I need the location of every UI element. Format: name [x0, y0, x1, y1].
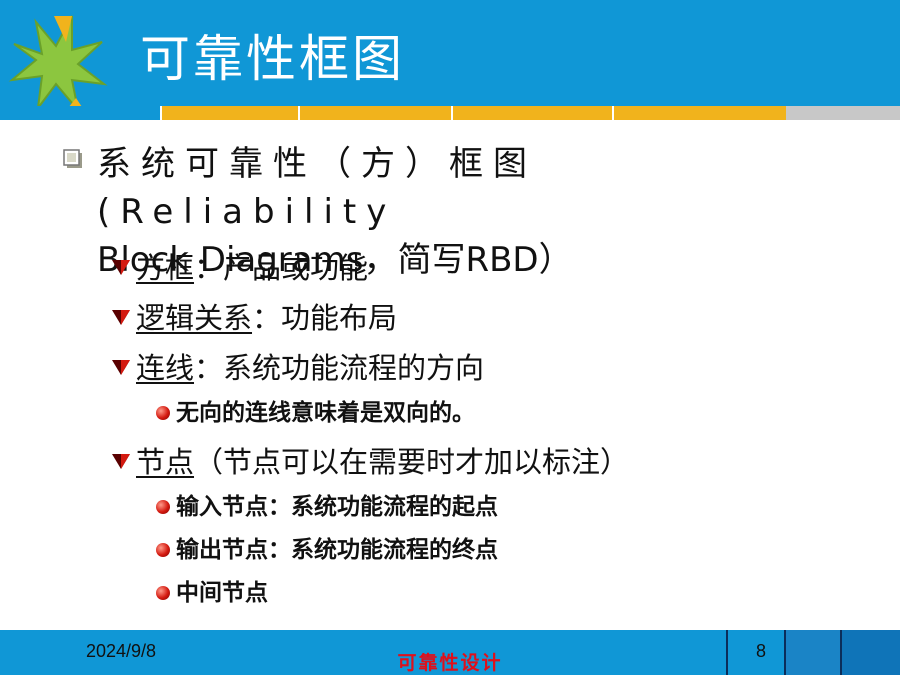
sub-item-text: 输出节点：系统功能流程的终点: [176, 536, 498, 563]
item-term: 方框: [136, 251, 195, 285]
item-term: 连线: [136, 351, 195, 385]
red-triangle-bullet-icon: [112, 260, 130, 275]
sub-item-text: 中间节点: [176, 579, 268, 606]
footer-title: 可靠性设计: [397, 652, 503, 674]
header-divider-bar-3: [162, 106, 786, 120]
item-desc: （节点可以在需要时才加以标注）: [194, 445, 630, 479]
item-term: 逻辑关系: [136, 301, 253, 335]
item-node: 节点（节点可以在需要时才加以标注）: [110, 442, 629, 482]
red-ball-bullet-icon: [156, 543, 170, 557]
slide-title: 可靠性框图: [140, 30, 405, 88]
item-term: 节点: [136, 445, 195, 479]
item-box: 方框：产品或功能: [110, 248, 368, 288]
bar-separator-1: [298, 106, 300, 120]
item-desc: ：产品或功能: [194, 251, 369, 285]
bar-separator-3: [612, 106, 614, 120]
item-desc: ：功能布局: [252, 301, 398, 335]
header-divider-bar-1: [0, 106, 160, 120]
red-triangle-bullet-icon: [112, 360, 130, 375]
sub-item-text: 输入节点：系统功能流程的起点: [176, 493, 498, 520]
red-triangle-bullet-icon: [112, 310, 130, 325]
heading-line-1: 系统可靠性（方）框图 (Reliability: [97, 144, 537, 232]
sub-item: 无向的连线意味着是双向的。: [156, 396, 475, 430]
footer-block: [786, 630, 840, 675]
square-box-bullet-icon: [63, 149, 82, 168]
title-bar: 可靠性框图: [0, 0, 900, 110]
header-divider-bar-4: [786, 106, 900, 120]
footer-block: [842, 630, 900, 675]
footer-bar: 2024/9/8 可靠性设计 8: [0, 630, 900, 675]
bar-separator-2: [451, 106, 453, 120]
item-desc: ：系统功能流程的方向: [194, 351, 485, 385]
footer-divider: [784, 630, 786, 675]
red-ball-bullet-icon: [156, 500, 170, 514]
red-triangle-bullet-icon: [112, 454, 130, 469]
sub-item-text: 无向的连线意味着是双向的。: [176, 399, 475, 426]
main-bullet: 系统可靠性（方）框图 (Reliability Block Diagrams，简…: [62, 140, 822, 284]
item-line: 连线：系统功能流程的方向: [110, 348, 484, 388]
item-logic: 逻辑关系：功能布局: [110, 298, 397, 338]
footer-date: 2024/9/8: [86, 641, 157, 661]
footer-divider: [840, 630, 842, 675]
red-ball-bullet-icon: [156, 586, 170, 600]
header-divider-bar-2: [160, 106, 162, 120]
asterisk-star-logo-icon: [8, 15, 108, 110]
red-ball-bullet-icon: [156, 406, 170, 420]
page-number: 8: [756, 641, 767, 661]
sub-item: 输入节点：系统功能流程的起点: [156, 490, 498, 524]
heading-line-2: Block Diagrams，简写RBD）: [97, 240, 573, 280]
sub-item: 输出节点：系统功能流程的终点: [156, 533, 498, 567]
sub-item: 中间节点: [156, 576, 268, 610]
footer-divider: [726, 630, 728, 675]
